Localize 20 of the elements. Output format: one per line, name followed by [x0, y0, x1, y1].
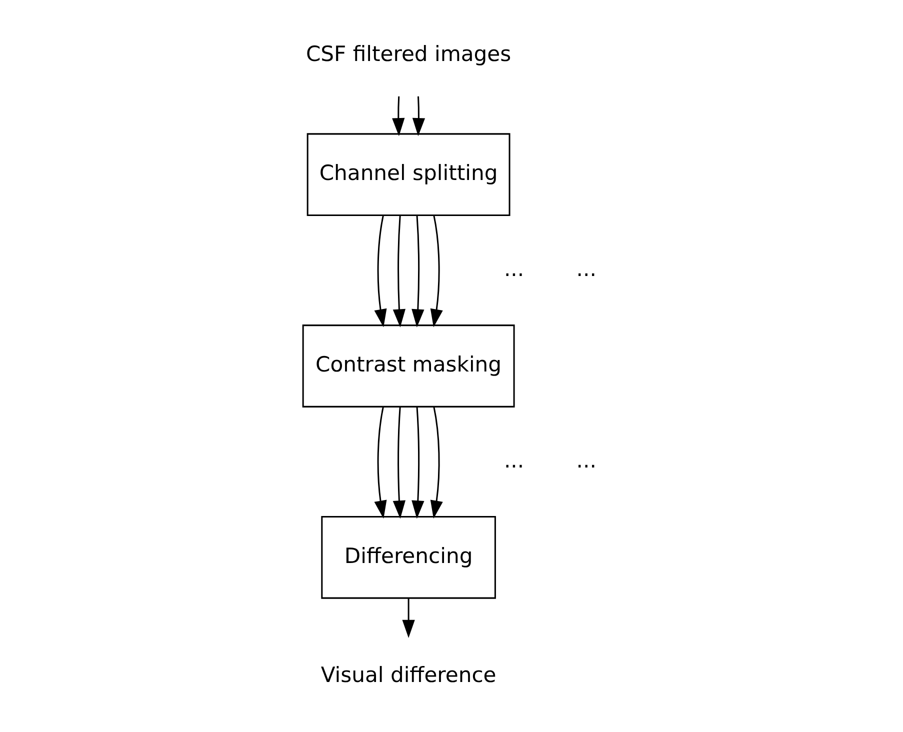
label: ... — [576, 447, 596, 472]
label: ... — [576, 256, 596, 281]
label: ... — [504, 447, 524, 472]
arrow — [374, 215, 387, 328]
node-box: Differencing — [321, 516, 496, 599]
arrow — [412, 406, 424, 519]
label: ... — [504, 256, 524, 281]
arrow — [412, 96, 426, 136]
node-box: Contrast masking — [302, 324, 515, 408]
arrow — [392, 96, 405, 136]
arrow — [430, 215, 443, 328]
node-box: Channel splitting — [306, 133, 510, 216]
arrow — [430, 406, 443, 519]
arrow — [412, 216, 424, 328]
node-text: Visual difference — [320, 662, 496, 687]
arrow — [374, 406, 387, 519]
arrow — [392, 216, 406, 328]
arrow — [402, 598, 415, 638]
arrow — [392, 406, 406, 519]
node-text: CSF filtered images — [306, 41, 512, 66]
